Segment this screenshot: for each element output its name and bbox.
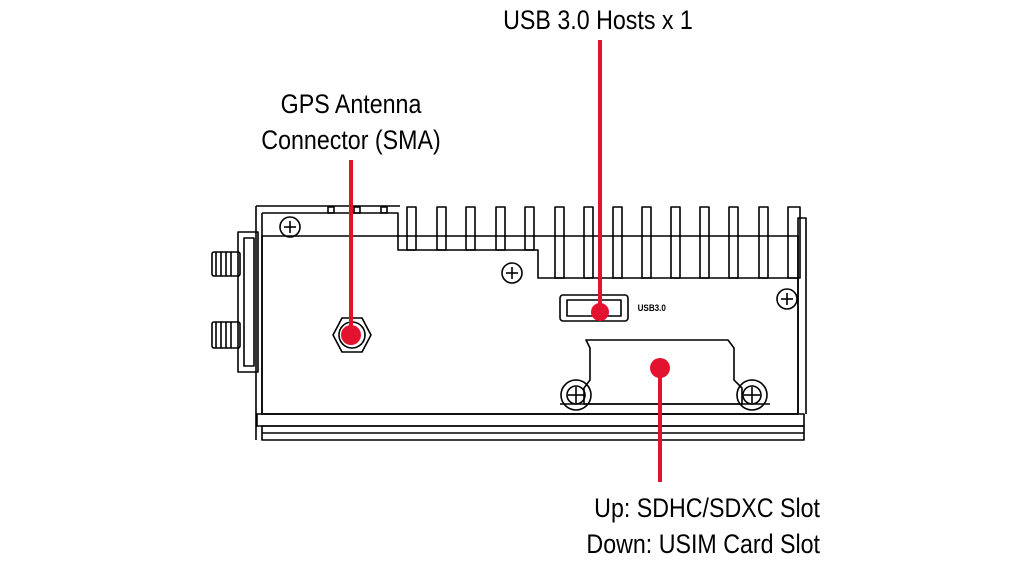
usb-callout-dot [591,303,609,321]
usb-callout-text: USB 3.0 Hosts x 1 [503,5,693,35]
callout-lines [341,40,670,482]
screws [279,216,798,411]
side-connectors [211,231,259,373]
sd-callout-line1: Up: SDHC/SDXC Slot [594,493,820,523]
left-panel [261,235,799,415]
gps-callout-dot [341,325,361,345]
gps-callout-line2: Connector (SMA) [261,125,441,155]
gps-callout-label: GPS Antenna Connector (SMA) [244,86,459,158]
sd-callout-line2: Down: USIM Card Slot [586,529,820,559]
usb-port-label: USB3.0 [637,303,666,313]
sd-callout-dot [650,358,670,378]
usb-callout-label: USB 3.0 Hosts x 1 [486,2,710,38]
base-rail [256,413,805,427]
sd-callout-label: Up: SDHC/SDXC Slot Down: USIM Card Slot [545,490,820,562]
heatsink-fins [327,206,801,279]
gps-callout-line1: GPS Antenna [280,89,422,119]
